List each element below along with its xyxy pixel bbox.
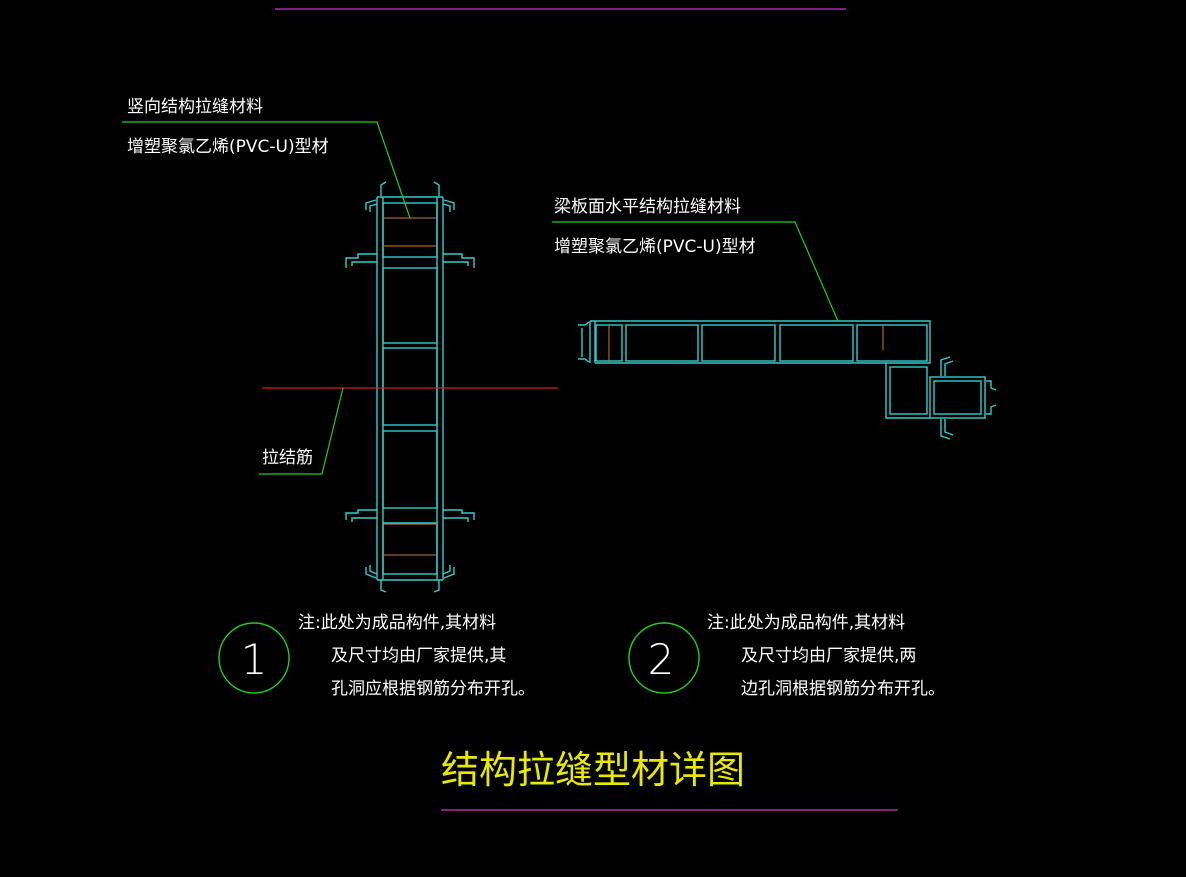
detail-1-note-line-3: 孔洞应根据钢筋分布开孔。: [331, 679, 535, 699]
detail-1-number: 1: [241, 635, 268, 684]
detail-2-note-line-1: 注:此处为成品构件,其材料: [707, 613, 905, 633]
detail-2-marker: [628, 622, 700, 694]
vertical-pvc-profile: [345, 181, 475, 593]
horizontal-material-type-label: 增塑聚氯乙烯(PVC-U)型材: [554, 237, 756, 257]
detail-2-note-line-2: 及尺寸均由厂家提供,两: [741, 646, 916, 666]
detail-1-note-line-1: 注:此处为成品构件,其材料: [298, 613, 496, 633]
vertical-material-type-label: 增塑聚氯乙烯(PVC-U)型材: [127, 137, 329, 157]
tie-rebar-label: 拉结筋: [262, 448, 313, 468]
horizontal-pvc-profile: [578, 320, 997, 440]
profile-2-hatch: [608, 325, 884, 361]
detail-2-number: 2: [648, 635, 675, 684]
leader-detail-2: [552, 221, 839, 322]
leaders-detail-1: [122, 121, 411, 475]
horizontal-material-label: 梁板面水平结构拉缝材料: [554, 197, 741, 217]
drawing-title: 结构拉缝型材详图: [441, 748, 745, 792]
detail-1-note-line-2: 及尺寸均由厂家提供,其: [331, 646, 506, 666]
detail-2-note-line-3: 边孔洞根据钢筋分布开孔。: [741, 679, 945, 699]
detail-1-marker: [218, 622, 290, 694]
vertical-material-label: 竖向结构拉缝材料: [127, 97, 263, 117]
profile-1-hatch: [383, 217, 437, 556]
